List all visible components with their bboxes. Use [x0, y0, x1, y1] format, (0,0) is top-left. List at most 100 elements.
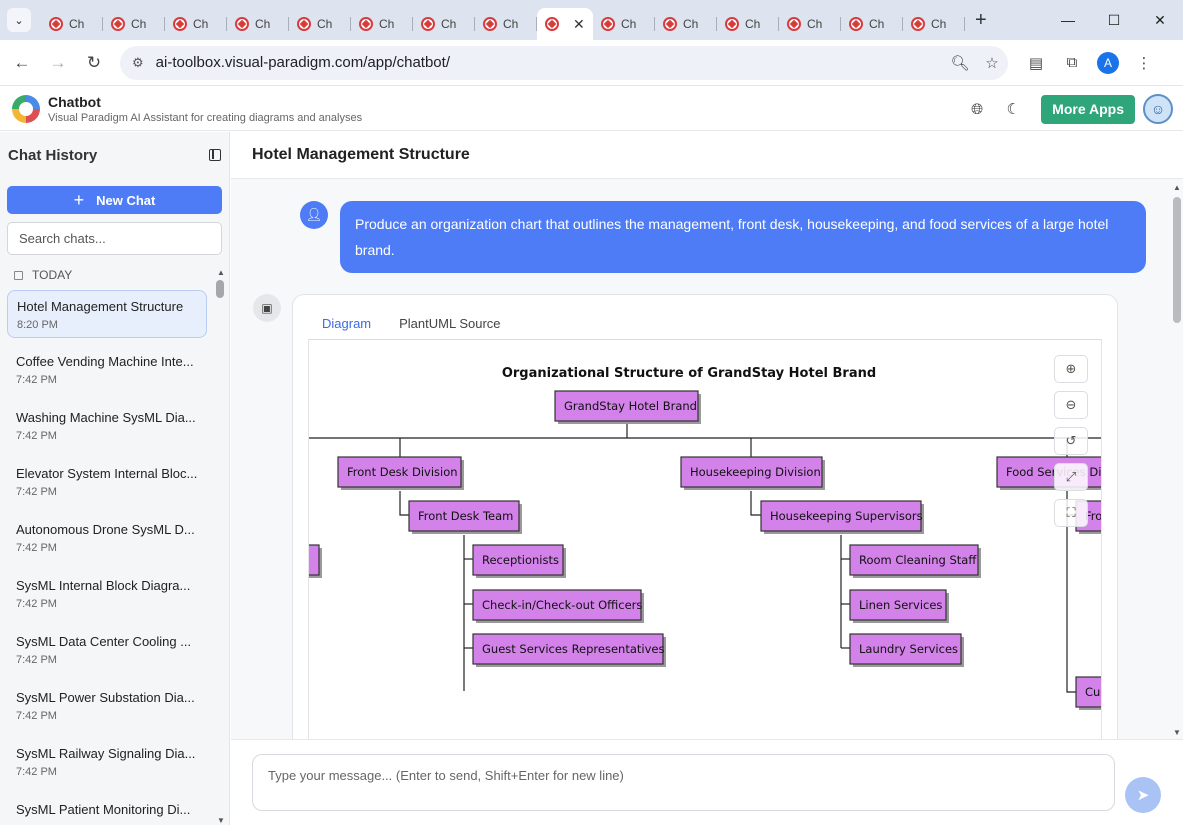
section-label-text: TODAY: [32, 268, 73, 282]
chat-history-item[interactable]: Elevator System Internal Bloc...7:42 PM: [7, 458, 207, 506]
tab[interactable]: Ch: [227, 8, 289, 40]
connector-line: [750, 491, 761, 516]
bookmark-star-icon[interactable]: ☆: [985, 54, 999, 72]
conversation-title: Hotel Management Structure: [252, 146, 470, 163]
tab[interactable]: Ch: [779, 8, 841, 40]
tab-label: Ch: [317, 17, 333, 31]
tab[interactable]: Ch: [351, 8, 413, 40]
chat-time: 7:42 PM: [16, 654, 57, 666]
scrollbar-thumb[interactable]: [216, 280, 224, 298]
tab-active[interactable]: ✕: [537, 8, 593, 40]
tab-label: Ch: [503, 17, 519, 31]
chat-history-item[interactable]: SysML Internal Block Diagra...7:42 PM: [7, 570, 207, 618]
extension-icon[interactable]: ▤: [1028, 54, 1044, 72]
new-tab-button[interactable]: +: [975, 8, 987, 31]
tab[interactable]: Ch: [413, 8, 475, 40]
reload-button[interactable]: ↻: [76, 45, 112, 81]
org-node-label: Cul: [1085, 685, 1102, 699]
tab[interactable]: Ch: [289, 8, 351, 40]
scroll-up-icon[interactable]: ▲: [1173, 183, 1181, 192]
sidebar-toggle-icon[interactable]: [209, 149, 221, 161]
maximize-button[interactable]: ☐: [1107, 11, 1121, 28]
section-label-today: TODAY: [0, 268, 229, 282]
org-node-box: [554, 390, 699, 422]
tab[interactable]: Ch: [165, 8, 227, 40]
tab-label: Ch: [869, 17, 885, 31]
tab[interactable]: Ch: [475, 8, 537, 40]
profile-button[interactable]: A: [1090, 45, 1126, 81]
chat-history-item[interactable]: SysML Power Substation Dia...7:42 PM: [7, 682, 207, 730]
org-node-box: [309, 544, 320, 576]
address-bar[interactable]: ⚙ ai-toolbox.visual-paradigm.com/app/cha…: [120, 45, 1008, 80]
tab-diagram[interactable]: Diagram: [308, 308, 386, 341]
main-panel: Hotel Management Structure 👤︎ Produce an…: [231, 132, 1183, 825]
chat-title: Washing Machine SysML Dia...: [16, 410, 196, 425]
tab-label: Ch: [379, 17, 395, 31]
scroll-down-icon[interactable]: ▼: [1173, 728, 1181, 737]
tab-label: Ch: [931, 17, 947, 31]
main-scrollbar[interactable]: ▲ ▼: [1171, 179, 1183, 739]
org-node-box: [760, 500, 922, 532]
close-window-button[interactable]: ✕: [1154, 11, 1166, 28]
extensions-puzzle-icon[interactable]: ⧉: [1066, 54, 1078, 71]
chat-time: 7:42 PM: [16, 766, 57, 778]
browser-menu-icon[interactable]: ⋮: [1136, 54, 1152, 72]
chat-history-item[interactable]: SysML Railway Signaling Dia...7:42 PM: [7, 738, 207, 786]
new-chat-button[interactable]: + New Chat: [7, 186, 222, 214]
tab-label: Ch: [621, 17, 637, 31]
globe-icon[interactable]: 🌐︎: [971, 100, 984, 118]
more-apps-button[interactable]: More Apps: [1041, 94, 1135, 124]
chat-history-item[interactable]: Coffee Vending Machine Inte...7:42 PM: [7, 346, 207, 394]
send-button[interactable]: ➤: [1125, 777, 1161, 813]
tab[interactable]: Ch: [655, 8, 717, 40]
assistant-avatar[interactable]: ☺: [1143, 94, 1173, 124]
forward-button[interactable]: →: [40, 45, 76, 81]
user-message: Produce an organization chart that outli…: [340, 201, 1146, 273]
browser-toolbar: ← → ↻ ⚙ ai-toolbox.visual-paradigm.com/a…: [0, 40, 1183, 86]
org-node-box: [472, 633, 664, 665]
new-chat-label: New Chat: [96, 192, 156, 208]
fullscreen-icon[interactable]: ⛶: [1054, 499, 1088, 527]
tab-search-button[interactable]: ⌄: [7, 8, 31, 32]
back-button[interactable]: ←: [4, 45, 40, 81]
sidebar-scrollbar[interactable]: ▲ ▼: [214, 268, 228, 825]
tab[interactable]: Ch: [903, 8, 965, 40]
tab[interactable]: Ch: [593, 8, 655, 40]
tab-plantuml-source[interactable]: PlantUML Source: [399, 316, 501, 331]
scroll-up-icon[interactable]: ▲: [217, 268, 225, 277]
chat-history-item[interactable]: Autonomous Drone SysML D...7:42 PM: [7, 514, 207, 562]
app-logo: [12, 94, 40, 123]
app-subtitle: Visual Paradigm AI Assistant for creatin…: [48, 111, 363, 124]
chat-time: 7:42 PM: [16, 374, 57, 386]
chat-title: Autonomous Drone SysML D...: [16, 522, 195, 537]
site-settings-icon[interactable]: ⚙: [132, 54, 144, 70]
reset-icon[interactable]: ↺: [1054, 427, 1088, 455]
search-chats-input[interactable]: [7, 222, 222, 255]
tab[interactable]: Ch: [841, 8, 903, 40]
moon-icon[interactable]: ☾: [1006, 101, 1020, 118]
zoom-in-icon[interactable]: ⊕: [1054, 355, 1088, 383]
scroll-down-icon[interactable]: ▼: [217, 816, 225, 825]
org-node-box: [472, 589, 642, 621]
tab[interactable]: Ch: [103, 8, 165, 40]
zoom-out-icon[interactable]: ⊖: [1054, 391, 1088, 419]
org-node-label: Guest Services Representatives: [482, 642, 664, 656]
diagram-title: Organizational Structure of GrandStay Ho…: [502, 366, 876, 381]
tab[interactable]: Ch: [717, 8, 779, 40]
diagram-viewport[interactable]: Organizational Structure of GrandStay Ho…: [308, 339, 1102, 739]
chevron-down-icon: ⌄: [14, 14, 24, 27]
chat-history-item[interactable]: SysML Patient Monitoring Di...: [7, 794, 207, 825]
chat-title: Hotel Management Structure: [17, 299, 184, 314]
tab[interactable]: Ch: [41, 8, 103, 40]
chat-history-item[interactable]: Washing Machine SysML Dia...7:42 PM: [7, 402, 207, 450]
org-node-label: Front Desk Team: [418, 509, 513, 523]
fit-icon[interactable]: ⤢: [1054, 463, 1088, 491]
scrollbar-thumb[interactable]: [1173, 197, 1181, 323]
zoom-icon[interactable]: 🔍︎: [950, 54, 970, 72]
minimize-button[interactable]: —: [1061, 12, 1075, 28]
message-input[interactable]: [252, 754, 1115, 811]
close-tab-icon[interactable]: ✕: [573, 15, 585, 32]
chat-history-item[interactable]: SysML Data Center Cooling ...7:42 PM: [7, 626, 207, 674]
